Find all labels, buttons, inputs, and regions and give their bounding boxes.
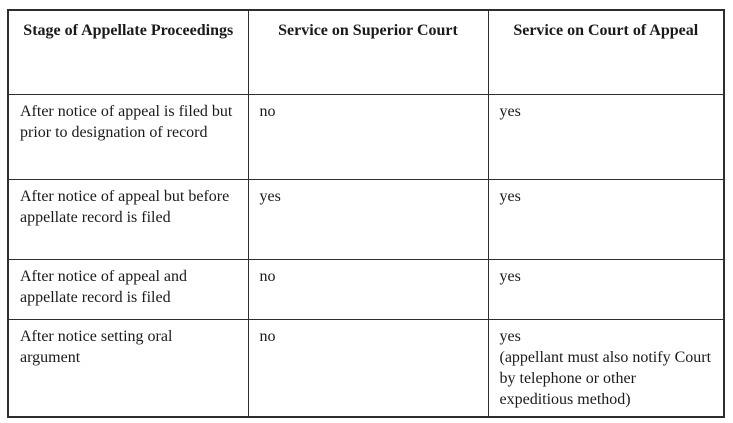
table-row: After notice of appeal and appellate rec… bbox=[7, 258, 725, 320]
court-of-appeal-cell: yes bbox=[487, 178, 725, 260]
table-row: After notice setting oral argument no ye… bbox=[7, 318, 725, 418]
court-of-appeal-cell: yes bbox=[487, 258, 725, 320]
stage-cell: After notice setting oral argument bbox=[7, 318, 249, 418]
header-service-on-superior-court: Service on Superior Court bbox=[247, 9, 489, 95]
header-row: Stage of Appellate Proceedings Service o… bbox=[7, 9, 725, 95]
court-of-appeal-note: (appellant must also notify Court by tel… bbox=[499, 348, 712, 408]
stage-cell: After notice of appeal is filed but prio… bbox=[7, 93, 249, 180]
stage-cell: After notice of appeal but before appell… bbox=[7, 178, 249, 260]
superior-court-cell: no bbox=[247, 93, 489, 180]
superior-court-cell: no bbox=[247, 258, 489, 320]
table-row: After notice of appeal is filed but prio… bbox=[7, 93, 725, 180]
superior-court-cell: yes bbox=[247, 178, 489, 260]
superior-court-cell: no bbox=[247, 318, 489, 418]
stage-cell: After notice of appeal and appellate rec… bbox=[7, 258, 249, 320]
header-stage-of-appellate-proceedings: Stage of Appellate Proceedings bbox=[7, 9, 249, 95]
appellate-service-table: Stage of Appellate Proceedings Service o… bbox=[7, 9, 725, 418]
court-of-appeal-cell: yes (appellant must also notify Court by… bbox=[487, 318, 725, 418]
header-service-on-court-of-appeal: Service on Court of Appeal bbox=[487, 9, 725, 95]
court-of-appeal-value: yes bbox=[499, 327, 521, 345]
table-row: After notice of appeal but before appell… bbox=[7, 178, 725, 260]
court-of-appeal-cell: yes bbox=[487, 93, 725, 180]
